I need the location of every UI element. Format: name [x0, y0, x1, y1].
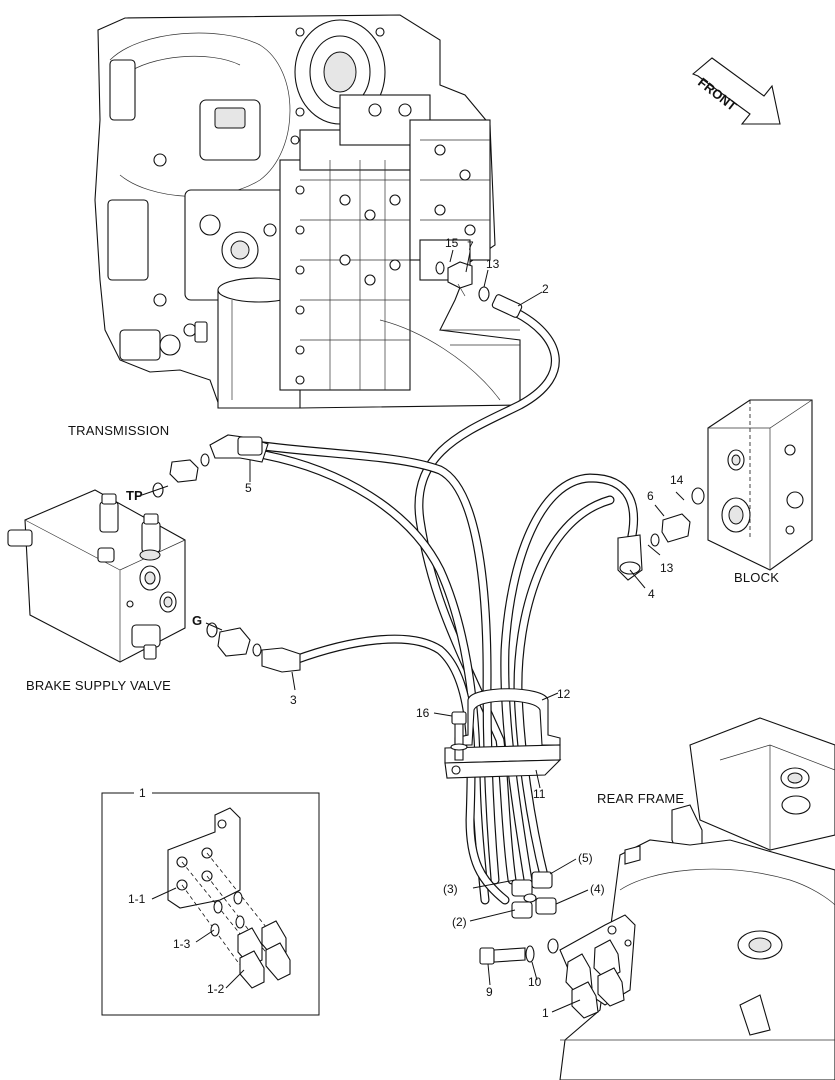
callout-6: 6 [647, 489, 654, 503]
detail-title: 1 [139, 786, 146, 800]
callout-3: 3 [290, 693, 297, 707]
front-arrow: FRONT [691, 57, 781, 125]
caption-block: BLOCK [734, 570, 779, 585]
hose-fittings [209, 294, 643, 673]
transmission-drawing [94, 14, 521, 409]
g-connectors [206, 622, 262, 657]
captions: TRANSMISSION BRAKE SUPPLY VALVE BLOCK RE… [26, 423, 779, 806]
rear-frame-drawing [559, 717, 835, 1080]
callout-16: 16 [416, 706, 430, 720]
caption-rear-frame: REAR FRAME [597, 791, 684, 806]
block-drawing [707, 399, 813, 571]
callout-1: 1 [542, 1006, 549, 1020]
callout-7: 7 [467, 239, 474, 253]
callout-2: 2 [542, 282, 549, 296]
caption-transmission: TRANSMISSION [68, 423, 169, 438]
callout-15: 15 [445, 236, 459, 250]
detail-box [101, 786, 320, 1016]
callout-paren-2: (2) [452, 915, 467, 929]
callout-13-lower: 13 [660, 561, 674, 575]
detail-labels: 1 1-1 1-3 1-2 [128, 786, 225, 996]
callout-paren-4: (4) [590, 882, 605, 896]
port-label-g: G [192, 613, 202, 628]
callout-numbers: 15 7 13 2 5 3 14 6 13 4 16 12 11 (5) (3)… [245, 236, 684, 1020]
bulkhead-bracket [479, 871, 636, 1019]
brake-supply-valve-drawing [7, 489, 186, 663]
detail-item-1-2: 1-2 [207, 982, 225, 996]
callout-12: 12 [557, 687, 571, 701]
detail-item-1-3: 1-3 [173, 937, 191, 951]
callout-4: 4 [648, 587, 655, 601]
callout-5: 5 [245, 481, 252, 495]
leader-lines [141, 249, 685, 1013]
callout-10: 10 [528, 975, 542, 989]
callout-paren-5: (5) [578, 851, 593, 865]
callout-14: 14 [670, 473, 684, 487]
block-connectors [650, 487, 705, 547]
callout-13-upper: 13 [486, 257, 500, 271]
clamp-assembly [444, 688, 562, 779]
callout-11: 11 [533, 787, 546, 801]
callout-9: 9 [486, 985, 493, 999]
transmission-connectors [435, 261, 490, 302]
caption-brake-supply-valve: BRAKE SUPPLY VALVE [26, 678, 171, 693]
tp-connectors [152, 453, 210, 498]
callout-paren-3: (3) [443, 882, 458, 896]
port-label-tp: TP [126, 488, 143, 503]
detail-item-1-1: 1-1 [128, 892, 146, 906]
